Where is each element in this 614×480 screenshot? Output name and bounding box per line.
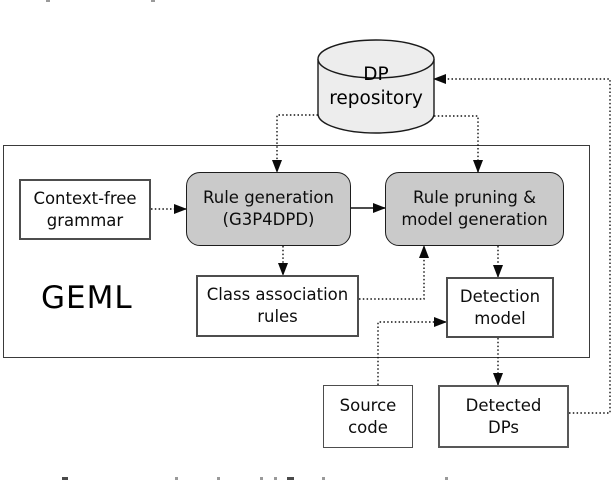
dp-repository-label-line2: repository bbox=[329, 88, 423, 110]
rulegen-line1: Rule generation bbox=[203, 188, 334, 208]
dp-repository-cylinder bbox=[317, 39, 435, 134]
cropped-text-fragment bbox=[217, 477, 220, 480]
cfg-line1: Context-free bbox=[33, 188, 137, 208]
cropped-text-fragment bbox=[175, 477, 178, 480]
cropped-text-fragment bbox=[46, 0, 50, 2]
cfg-line2: grammar bbox=[46, 210, 124, 230]
node-rule-generation: Rule generation (G3P4DPD) bbox=[186, 172, 351, 246]
node-class-association-rules: Class association rules bbox=[196, 275, 359, 337]
edge-detdps-to-repo bbox=[433, 74, 611, 414]
edge-sourcecode-to-detmodel bbox=[377, 317, 447, 385]
detdps-line1: Detected bbox=[465, 395, 542, 415]
cropped-text-fragment bbox=[322, 477, 325, 480]
edge-repo-to-rulepruning bbox=[434, 115, 483, 173]
dp-repository-label: DP repository bbox=[318, 63, 434, 112]
geml-system-label: GEML bbox=[41, 280, 133, 316]
cropped-text-fragment bbox=[445, 477, 448, 480]
node-context-free-grammar: Context-free grammar bbox=[19, 179, 151, 240]
rulegen-line2: (G3P4DPD) bbox=[222, 210, 315, 229]
cropped-text-fragment bbox=[151, 0, 155, 2]
detmodel-line2: model bbox=[474, 308, 526, 328]
detmodel-line1: Detection bbox=[459, 286, 541, 306]
sourcecode-line2: code bbox=[348, 417, 388, 437]
cropped-text-fragment bbox=[287, 477, 294, 480]
car-line2: rules bbox=[257, 307, 298, 326]
rulepruning-line1: Rule pruning & bbox=[413, 188, 536, 208]
cropped-text-fragment bbox=[274, 477, 277, 480]
cropped-text-fragment bbox=[62, 477, 68, 480]
cropped-text-fragment bbox=[260, 477, 263, 480]
node-rule-pruning-model-generation: Rule pruning & model generation bbox=[385, 172, 564, 246]
rulepruning-line2: model generation bbox=[401, 210, 548, 229]
node-detected-dps: Detected DPs bbox=[438, 385, 569, 448]
sourcecode-line1: Source bbox=[339, 395, 397, 415]
dp-repository-label-line1: DP bbox=[363, 64, 389, 85]
node-detection-model: Detection model bbox=[446, 277, 554, 338]
edge-car-to-rulepruning bbox=[359, 245, 429, 300]
detdps-line2: DPs bbox=[488, 417, 519, 437]
geml-system-boundary bbox=[3, 145, 590, 358]
edge-repo-to-rulegen bbox=[272, 114, 318, 173]
node-source-code: Source code bbox=[323, 385, 413, 448]
car-line1: Class association bbox=[206, 285, 349, 305]
